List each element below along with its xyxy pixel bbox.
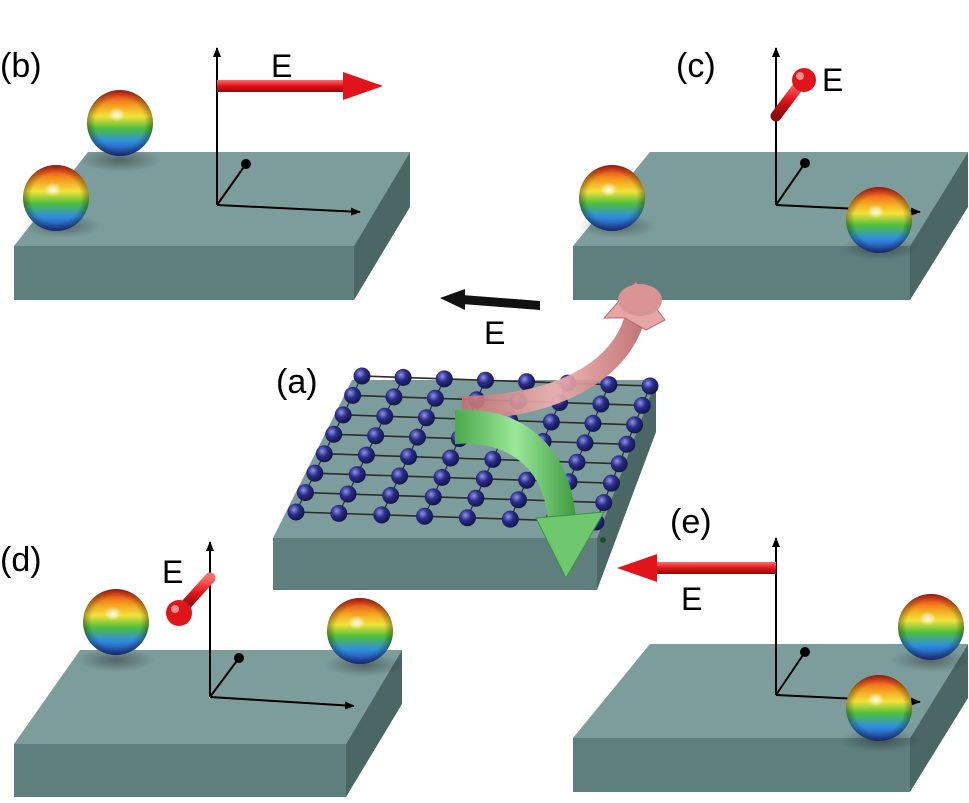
atom xyxy=(357,446,375,464)
atom xyxy=(518,373,536,391)
atom xyxy=(296,484,314,502)
atom xyxy=(600,376,618,394)
rainbow-sphere-icon xyxy=(579,165,645,231)
curved-arrow-green xyxy=(455,409,606,580)
atom xyxy=(592,395,610,413)
atom xyxy=(394,368,412,386)
atom xyxy=(306,464,324,482)
atom xyxy=(442,449,460,467)
atom xyxy=(568,453,586,471)
atom xyxy=(373,506,391,524)
atom xyxy=(618,435,636,453)
arrow-icon xyxy=(617,554,776,582)
atom xyxy=(576,434,594,452)
atom xyxy=(584,414,602,432)
atom xyxy=(417,409,435,427)
atom xyxy=(458,509,476,527)
panel-label-d: (d) xyxy=(0,541,42,579)
field-label-e: E xyxy=(681,581,702,617)
rainbow-sphere-icon xyxy=(846,675,912,741)
atom xyxy=(391,467,409,485)
atom xyxy=(315,445,333,463)
atom xyxy=(509,491,527,509)
rainbow-sphere-icon xyxy=(83,589,149,655)
panel-label-a: (a) xyxy=(276,363,318,401)
atom xyxy=(325,425,343,443)
atom xyxy=(433,468,451,486)
atom xyxy=(382,486,400,504)
curved-arrow-pink xyxy=(462,281,666,420)
atom xyxy=(339,485,357,503)
rainbow-sphere-icon xyxy=(87,90,153,156)
sphere-shadow xyxy=(78,148,162,172)
rainbow-sphere-icon xyxy=(898,594,964,660)
atom xyxy=(602,474,620,492)
atom xyxy=(518,471,536,489)
atom xyxy=(641,377,659,395)
field-label-a: E xyxy=(484,315,505,351)
panel-label-e: (e) xyxy=(670,503,712,541)
atom xyxy=(408,428,426,446)
atom xyxy=(435,370,453,388)
atom xyxy=(334,406,352,424)
panel-d: E (d) xyxy=(0,541,404,797)
rainbow-sphere-icon xyxy=(23,165,89,231)
atom xyxy=(626,416,644,434)
atom xyxy=(633,396,651,414)
atom xyxy=(595,494,613,512)
atom xyxy=(467,489,485,507)
panel-c: E (c) xyxy=(573,47,968,300)
atom xyxy=(376,407,394,425)
slab-d xyxy=(14,650,402,797)
sphere-shadow xyxy=(76,648,156,672)
atom xyxy=(416,507,434,525)
slab-b xyxy=(14,152,410,300)
panel-label-c: (c) xyxy=(676,47,716,85)
atom xyxy=(426,389,444,407)
atom xyxy=(424,488,442,506)
atom xyxy=(367,427,385,445)
panel-label-b: (b) xyxy=(0,47,42,85)
arrow-icon xyxy=(440,289,540,310)
atom xyxy=(400,448,418,466)
panel-b: E (b) xyxy=(0,47,410,300)
arrow-icon xyxy=(166,572,216,626)
atom xyxy=(476,371,494,389)
atom xyxy=(353,367,371,385)
rainbow-sphere-icon xyxy=(327,598,393,664)
atom xyxy=(330,504,348,522)
atom xyxy=(475,470,493,488)
atom xyxy=(484,450,502,468)
atom xyxy=(501,510,519,528)
atom xyxy=(610,455,628,473)
panel-e: E (e) xyxy=(573,503,969,792)
arrow-icon xyxy=(217,72,383,100)
atom xyxy=(542,413,560,431)
arrow-icon xyxy=(770,68,816,122)
panel-a: E (a) xyxy=(273,281,666,590)
rainbow-sphere-icon xyxy=(846,187,912,253)
atom xyxy=(344,386,362,404)
field-label-b: E xyxy=(271,48,292,84)
atom xyxy=(287,503,305,521)
3d-axes-icon xyxy=(206,541,355,710)
field-label-d: E xyxy=(162,554,183,590)
atom xyxy=(385,388,403,406)
field-label-c: E xyxy=(822,62,843,98)
3d-axes-icon xyxy=(213,47,361,216)
atom xyxy=(348,466,366,484)
